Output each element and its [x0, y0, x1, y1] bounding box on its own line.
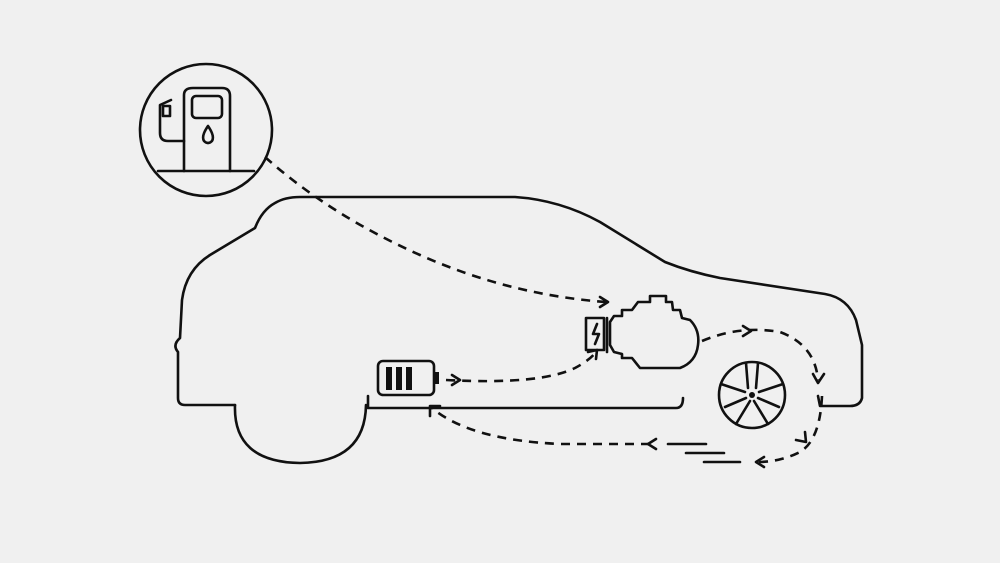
battery-to-motor-flow	[445, 351, 598, 383]
car-outline	[174, 195, 864, 465]
wheel-regen-flow	[757, 395, 824, 464]
energy-flow-arrows	[264, 156, 826, 469]
fuel-to-engine-flow	[264, 156, 607, 304]
battery-icon	[376, 359, 439, 397]
engine-icon	[608, 294, 700, 370]
electric-motor-icon	[584, 316, 609, 354]
fuel-pump-icon	[138, 62, 274, 198]
regen-to-battery-flow	[431, 407, 650, 446]
wheel-icon	[717, 360, 787, 430]
engine-to-wheel-flow	[701, 328, 820, 381]
